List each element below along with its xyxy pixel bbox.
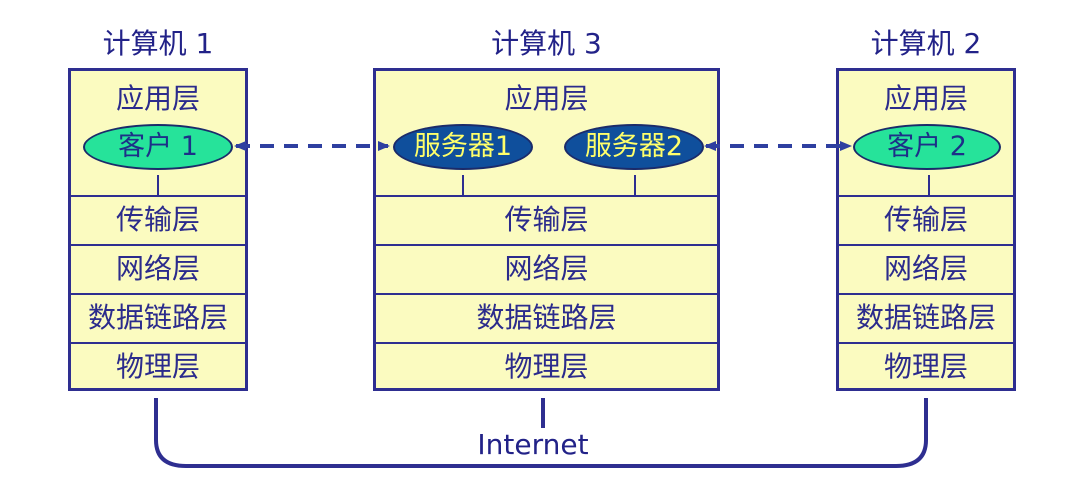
connector-tick [157, 175, 159, 195]
data-link-layer: 数据链路层 [839, 295, 1013, 344]
physical-layer: 物理层 [504, 350, 589, 383]
application-layer-label: 应用层 [504, 82, 589, 115]
connector-tick [634, 175, 636, 195]
network-layer: 网络层 [839, 246, 1013, 295]
transport-layer: 传输层 [71, 197, 245, 246]
data-link-layer: 数据链路层 [376, 295, 717, 344]
application-layer-label: 应用层 [883, 82, 968, 115]
connector-tick [462, 175, 464, 195]
server-2-process: 服务器2 [564, 124, 704, 170]
network-layer: 网络层 [376, 246, 717, 295]
computer-3-stack: 应用层 服务器1 服务器2 传输层 网络层 数据链路层 物理层 [373, 68, 720, 391]
application-layer: 应用层 客户 1 [71, 71, 245, 197]
connector-tick [928, 175, 930, 195]
transport-layer: 传输层 [839, 197, 1013, 246]
network-layer: 网络层 [71, 246, 245, 295]
physical-layer: 物理层 [115, 350, 200, 383]
client-2-process: 客户 2 [853, 124, 1001, 170]
application-layer: 应用层 客户 2 [839, 71, 1013, 197]
physical-layer: 物理层 [883, 350, 968, 383]
internet-link-line [154, 398, 928, 468]
data-link-layer: 数据链路层 [71, 295, 245, 344]
computer-2-title: 计算机 2 [870, 27, 982, 60]
computer-1-title: 计算机 1 [102, 27, 214, 60]
application-layer-label: 应用层 [115, 82, 200, 115]
internet-label: Internet [477, 428, 589, 461]
computer-2-stack: 应用层 客户 2 传输层 网络层 数据链路层 物理层 [836, 68, 1016, 391]
client-1-process: 客户 1 [83, 124, 233, 170]
computer-3-title: 计算机 3 [491, 27, 602, 60]
computer-1-stack: 应用层 客户 1 传输层 网络层 数据链路层 物理层 [68, 68, 248, 391]
transport-layer: 传输层 [376, 197, 717, 246]
application-layer: 应用层 服务器1 服务器2 [376, 71, 717, 197]
server-1-process: 服务器1 [393, 124, 533, 170]
